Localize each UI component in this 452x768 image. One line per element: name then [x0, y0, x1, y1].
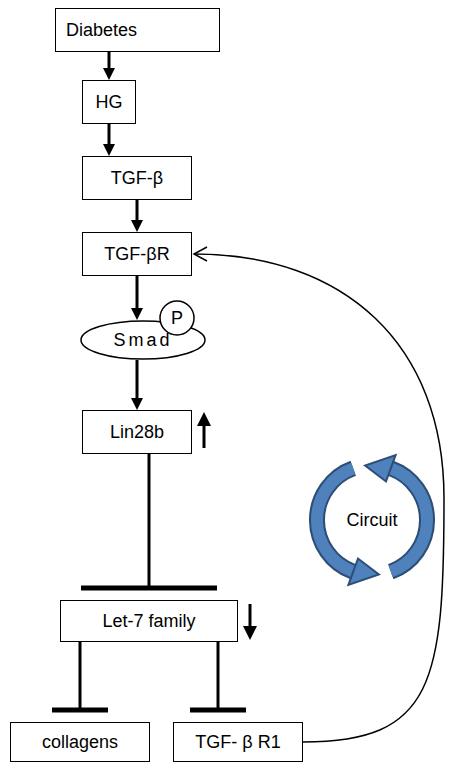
node-label: Smad: [113, 330, 172, 351]
inhibition-connector: [52, 642, 108, 710]
node-label: collagens: [42, 732, 118, 753]
down-arrow-symbol: [243, 604, 257, 640]
arrow-connector: [131, 360, 143, 410]
receptor-box: TGF-βR: [82, 232, 192, 276]
phospho-circle: P: [158, 300, 196, 336]
node-label: P: [171, 308, 183, 329]
arrow-connector: [103, 52, 115, 80]
process-box: Lin28b: [82, 410, 192, 454]
process-box: HG: [82, 80, 136, 124]
node-label: TGF-βR: [104, 244, 169, 265]
arrow-connector: [131, 276, 143, 320]
circuit-arrows: [317, 455, 427, 585]
node-label: HG: [96, 92, 123, 113]
node-label: TGF-β: [111, 168, 163, 189]
node-label: Lin28b: [110, 422, 164, 443]
up-arrow-symbol: [197, 412, 211, 448]
process-box: TGF-β: [82, 156, 192, 200]
circuit-label: Circuit: [346, 510, 397, 531]
arrow-connector: [131, 200, 143, 232]
node-label: Let-7 family: [102, 611, 195, 632]
circuit-arrowhead: [365, 455, 396, 481]
feedback-connector: [194, 247, 444, 742]
inhibition-connector: [81, 454, 217, 588]
node-label: TGF- β R1: [195, 732, 280, 753]
circuit-arrowhead: [348, 559, 379, 585]
arrow-connector: [103, 124, 115, 156]
target-box: collagens: [10, 722, 150, 762]
start-box: Diabetes: [55, 8, 220, 52]
target-box: TGF- β R1: [173, 722, 303, 762]
inhibition-connector: [190, 642, 246, 710]
mirna-box: Let-7 family: [60, 600, 238, 642]
node-label: Diabetes: [66, 20, 137, 41]
